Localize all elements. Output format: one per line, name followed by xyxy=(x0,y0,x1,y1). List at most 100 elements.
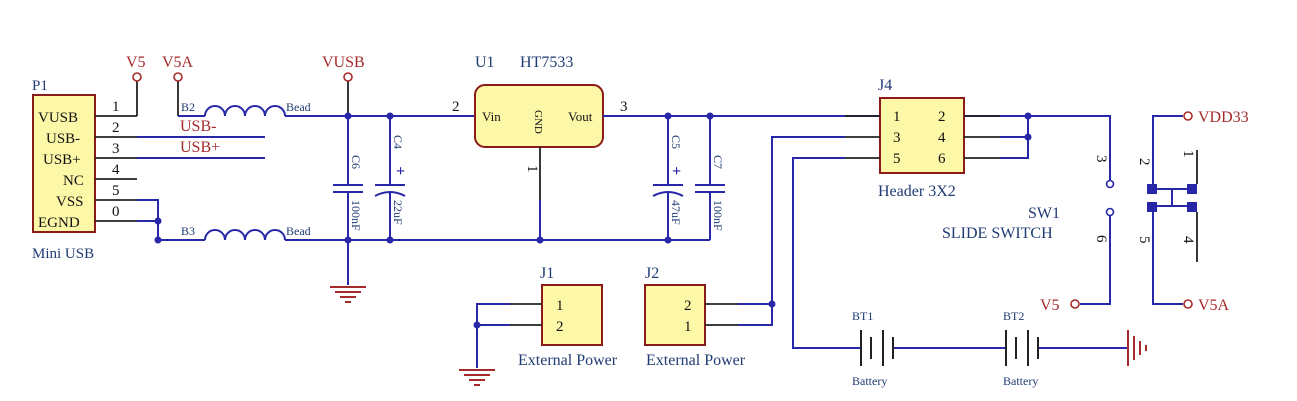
j4-pin3-wire xyxy=(771,136,845,304)
j4-comment: Header 3X2 xyxy=(878,183,956,200)
capacitor-c6: C6 100nF xyxy=(333,116,363,240)
p1-pin-number: 0 xyxy=(112,204,120,220)
j4-pin: 6 xyxy=(938,151,946,167)
vss-wire xyxy=(137,199,159,240)
sw1-pin: 1 xyxy=(1180,150,1196,158)
u1-designator: U1 xyxy=(475,54,495,71)
sw1-designator: SW1 xyxy=(1028,205,1060,222)
u1-pin-number: 1 xyxy=(524,165,540,173)
sw1-pin: 3 xyxy=(1093,155,1109,163)
v5a-top-label: V5A xyxy=(162,54,194,71)
c7-value: 100nF xyxy=(711,200,725,231)
header-j4: J4 Header 3X2 1 2 3 4 5 6 xyxy=(845,77,1000,200)
connector-j2: J2 External Power 2 1 xyxy=(644,265,746,369)
vusb-label: VUSB xyxy=(322,54,365,71)
c4-polarity: + xyxy=(396,163,405,180)
battery-bt2: BT2 Battery xyxy=(1003,309,1039,388)
c4-value: 22uF xyxy=(391,200,405,225)
j4-body xyxy=(879,97,965,174)
power-port-v5a-top: V5A xyxy=(162,54,194,116)
b3-designator: B3 xyxy=(181,224,195,238)
u1-comment: HT7533 xyxy=(520,54,573,71)
j2-designator: J2 xyxy=(645,265,659,282)
j1-pin: 2 xyxy=(556,319,564,335)
b3-comment: Bead xyxy=(286,224,311,238)
b2-designator: B2 xyxy=(181,100,195,114)
v5-bottom-label: V5 xyxy=(1040,297,1060,314)
sw1-pin3-wire xyxy=(1028,115,1111,180)
c5-value: 47uF xyxy=(669,200,683,225)
bead-b3: B3 Bead xyxy=(158,224,348,241)
bt2-designator: BT2 xyxy=(1003,309,1024,323)
bt1-designator: BT1 xyxy=(852,309,873,323)
p1-pin-name: USB+ xyxy=(43,152,81,168)
u1-pin-gnd: GND xyxy=(532,110,544,134)
j1-body xyxy=(541,284,603,346)
p1-designator: P1 xyxy=(32,78,48,94)
regulator-u1: U1 HT7533 Vin Vout GND 2 3 1 xyxy=(452,54,628,200)
vdd33-label: VDD33 xyxy=(1198,109,1249,126)
j4-pin: 2 xyxy=(938,109,946,125)
p1-pin-name: USB- xyxy=(46,131,80,147)
u1-pin-vout: Vout xyxy=(568,109,593,124)
j1-designator: J1 xyxy=(540,265,554,282)
v5a-bottom-label: V5A xyxy=(1198,297,1230,314)
j4-pin4-wire xyxy=(1000,116,1029,138)
power-port-v5a-bottom: V5A xyxy=(1183,297,1230,314)
p1-pin-name: VUSB xyxy=(38,110,78,126)
c7-designator: C7 xyxy=(711,155,725,169)
j2-pin: 2 xyxy=(684,298,692,314)
bt1-comment: Battery xyxy=(852,374,887,388)
p1-pin-number: 1 xyxy=(112,99,120,115)
power-port-v5-bottom: V5 xyxy=(1040,297,1080,314)
j4-pin: 5 xyxy=(893,151,901,167)
p1-pin-number: 5 xyxy=(112,183,120,199)
sw1-comment: SLIDE SWITCH xyxy=(942,225,1053,242)
c6-designator: C6 xyxy=(349,155,363,169)
connector-j1: J1 External Power 1 2 xyxy=(510,265,618,369)
bt2-comment: Battery xyxy=(1003,374,1038,388)
p1-pin-number: 2 xyxy=(112,120,120,136)
j4-designator: J4 xyxy=(878,77,892,94)
power-port-v5-top: V5 xyxy=(126,54,146,116)
v5-top-label: V5 xyxy=(126,54,146,71)
u1-pin-number: 3 xyxy=(620,99,628,115)
ground-symbol-j1 xyxy=(459,369,495,386)
net-label-usb-minus: USB- xyxy=(180,118,216,135)
net-label-usb-plus: USB+ xyxy=(180,139,220,156)
j2-pin: 1 xyxy=(684,319,692,335)
slide-switch-sw1: 3 6 SW1 SLIDE SWITCH 2 1 5 4 xyxy=(942,115,1198,305)
sw1-pin: 6 xyxy=(1093,235,1109,243)
c6-value: 100nF xyxy=(349,200,363,231)
power-port-vusb: VUSB xyxy=(322,54,365,116)
capacitor-c4: + C4 22uF xyxy=(374,116,406,240)
p1-comment: Mini USB xyxy=(32,246,94,262)
p1-pin-name: EGND xyxy=(38,215,80,231)
b2-comment: Bead xyxy=(286,100,311,114)
sw1-pin: 5 xyxy=(1136,236,1152,244)
battery-bt1: BT1 Battery xyxy=(852,309,894,388)
j4-pin5-wire xyxy=(792,157,855,349)
p1-pin-number: 3 xyxy=(112,141,120,157)
u1-pin-vin: Vin xyxy=(482,109,501,124)
capacitor-c7: C7 100nF xyxy=(695,116,725,240)
j1-gnd-wire xyxy=(476,303,510,368)
j1-pin: 1 xyxy=(556,298,564,314)
capacitor-c5: + C5 47uF xyxy=(652,116,684,240)
p1-pin-name: NC xyxy=(63,173,84,189)
p1-connector: P1 Mini USB VUSB USB- USB+ NC VSS EGND 1… xyxy=(32,78,137,262)
bead-b2: B2 Bead xyxy=(178,100,348,117)
j1-comment: External Power xyxy=(518,352,618,369)
sw1-pin: 2 xyxy=(1136,158,1152,166)
j4-pin: 1 xyxy=(893,109,901,125)
c5-polarity: + xyxy=(672,163,681,180)
p1-body xyxy=(32,94,96,233)
j2-comment: External Power xyxy=(646,352,746,369)
u1-pin-number: 2 xyxy=(452,99,460,115)
sw1-pin: 4 xyxy=(1180,236,1196,244)
c5-designator: C5 xyxy=(669,135,683,149)
j4-pin6-wire xyxy=(1000,137,1029,159)
c4-designator: C4 xyxy=(391,135,405,149)
sw1-pin6-wire xyxy=(1080,216,1111,305)
